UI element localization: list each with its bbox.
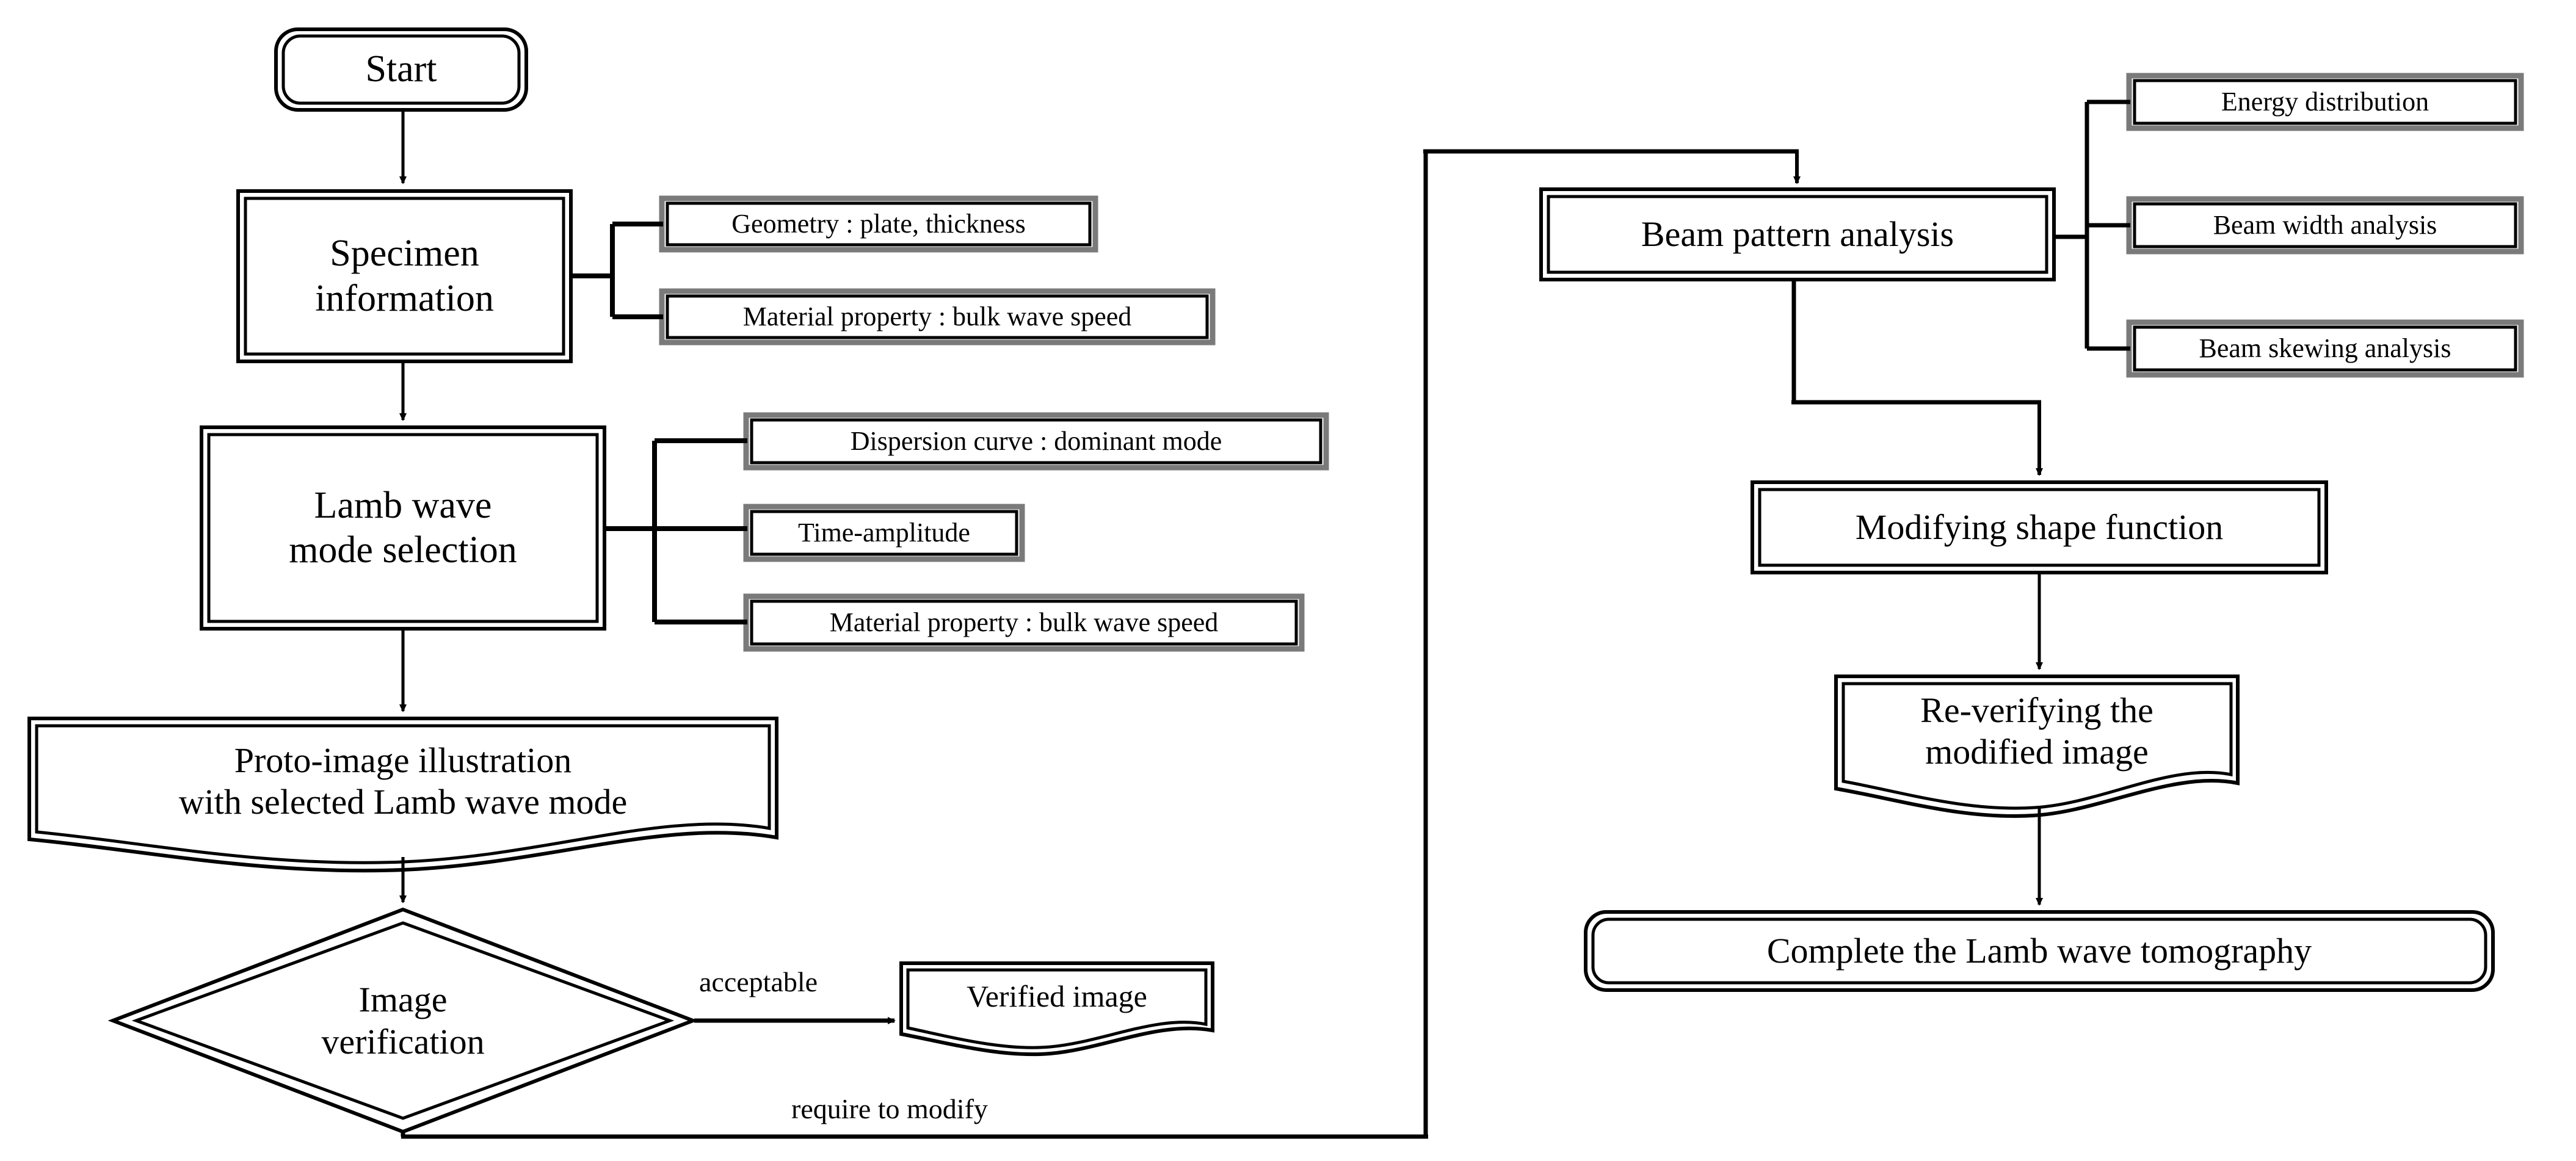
edge-lamb-branch — [606, 438, 747, 624]
edge-specimen-branch — [573, 222, 663, 319]
node-specimen-information[interactable] — [236, 189, 573, 363]
node-material-property-1[interactable] — [659, 288, 1216, 345]
node-complete-tomography[interactable] — [1584, 910, 2495, 992]
node-lamb-wave-mode-selection[interactable] — [200, 425, 606, 631]
edge-label-require-to-modify: require to modify — [791, 1093, 988, 1124]
edge-verify-feedback — [401, 149, 1801, 1139]
node-beam-width-analysis[interactable] — [2126, 196, 2524, 255]
node-re-verifying-modified-image[interactable] — [1834, 675, 2240, 818]
node-energy-distribution[interactable] — [2126, 73, 2524, 131]
node-material-property-2[interactable] — [743, 593, 1305, 652]
node-beam-pattern-analysis[interactable] — [1539, 187, 2056, 281]
edge-beam-to-modify — [1791, 280, 2043, 476]
node-image-verification[interactable] — [107, 907, 698, 1134]
node-proto-image-illustration[interactable] — [27, 717, 778, 873]
node-beam-skewing-analysis[interactable] — [2126, 319, 2524, 378]
node-geometry[interactable] — [659, 195, 1098, 253]
node-start[interactable] — [274, 27, 528, 112]
node-dispersion-curve[interactable] — [743, 412, 1329, 471]
node-verified-image[interactable] — [899, 961, 1214, 1057]
node-time-amplitude[interactable] — [743, 504, 1025, 562]
edge-beam-branch — [2055, 99, 2130, 351]
node-modifying-shape-function[interactable] — [1751, 480, 2328, 574]
edge-label-acceptable: acceptable — [699, 966, 818, 997]
